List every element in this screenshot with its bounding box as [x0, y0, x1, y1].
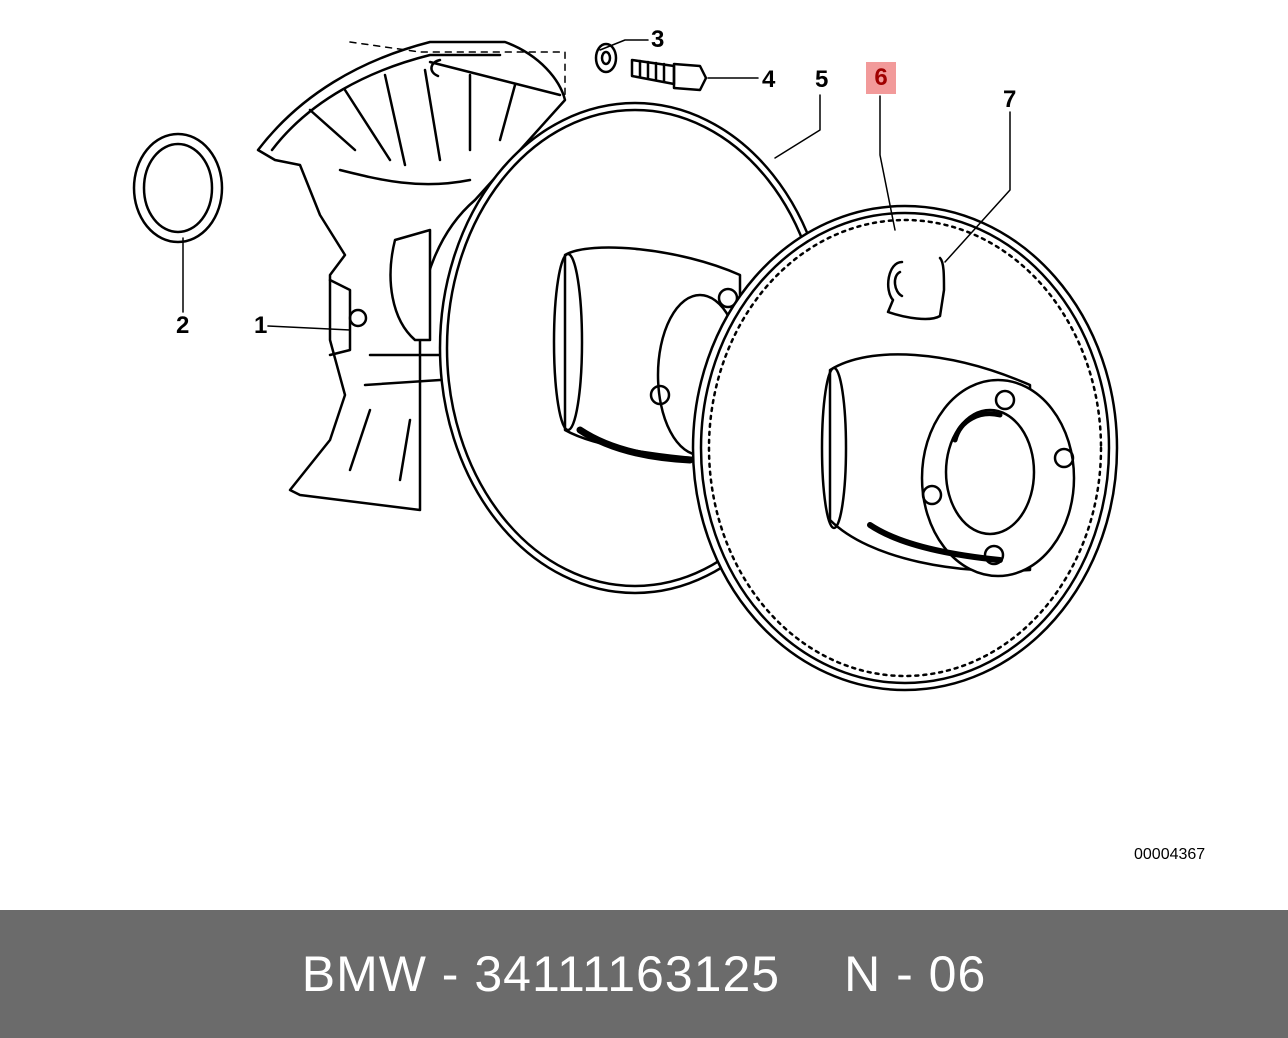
position-code: N - 06: [844, 946, 987, 1002]
washer-part-3: [594, 42, 618, 74]
callout-part-4: 4: [762, 66, 776, 93]
callout-part-6-highlighted: 6: [866, 62, 896, 94]
bolt-part-4: [630, 58, 708, 92]
brand-part-number: BMW - 34111163125: [301, 946, 781, 1002]
callout-part-7: 7: [1003, 86, 1017, 113]
diagram-reference-code: 00004367: [1134, 846, 1206, 863]
clip-part-7: [886, 256, 946, 321]
leader-lines: [182, 39, 1011, 331]
callout-part-2: 2: [176, 312, 190, 339]
brake-disc-exploded-diagram: [132, 39, 1119, 692]
brake-disc-part-6: [691, 204, 1119, 692]
callout-part-3: 3: [651, 26, 665, 53]
sealing-ring-part-2: [132, 132, 224, 244]
callout-part-5: 5: [815, 66, 829, 93]
part-number-footer: BMW - 34111163125 N - 06: [0, 910, 1288, 1038]
protection-plate-part-1: [256, 40, 567, 512]
callout-part-1: 1: [254, 312, 268, 339]
